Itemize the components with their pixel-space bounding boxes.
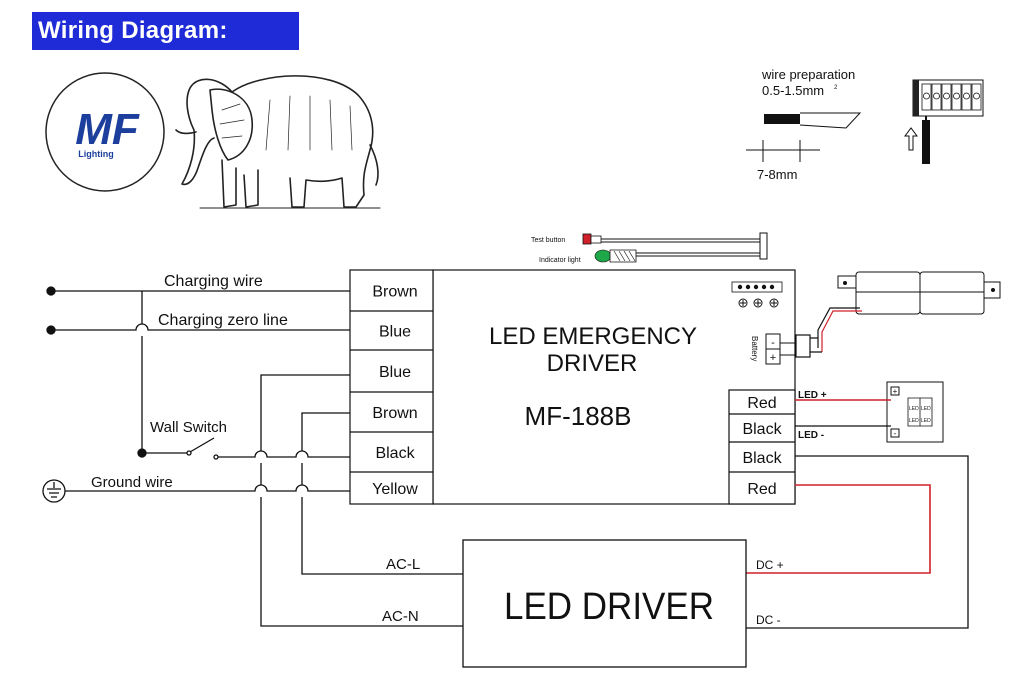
emergency-driver-line1: LED EMERGENCY	[489, 323, 697, 350]
input-terminal-label: Brown	[372, 284, 417, 301]
charging-zero-line-label: Charging zero line	[158, 312, 288, 329]
indicator-light-label: Indicator light	[539, 257, 581, 264]
input-terminal-label: Black	[375, 445, 415, 462]
output-terminal-label: Red	[747, 395, 776, 412]
svg-text:LED: LED	[909, 406, 919, 412]
wire-core	[764, 114, 800, 124]
led-driver-title: LED DRIVER	[504, 586, 714, 628]
ac-l-label: AC-L	[386, 556, 420, 573]
input-terminal-label: Yellow	[372, 481, 418, 498]
dc-plus-label: DC +	[756, 558, 784, 572]
elephant-illustration	[175, 75, 381, 209]
battery-pack	[837, 271, 1001, 315]
led-minus-label: LED -	[798, 430, 824, 441]
battery-red-lead	[821, 310, 862, 352]
output-terminal-label: Black	[742, 421, 782, 438]
test-button-icon	[582, 233, 592, 245]
wiring	[42, 286, 969, 629]
wire-prep-size: 0.5-1.5mm	[762, 83, 824, 98]
svg-text:+: +	[893, 387, 898, 396]
wire-prep-title: wire preparation	[761, 67, 855, 82]
battery-pos-label: +	[770, 352, 776, 364]
led-driver: LED DRIVER AC-L AC-N DC + DC -	[382, 539, 784, 668]
input-terminal-label: Brown	[372, 405, 417, 422]
input-terminal-label: Blue	[379, 364, 411, 381]
wire-preparation: wire preparation 0.5-1.5mm 2 7-8mm	[746, 67, 862, 182]
output-terminal-label: Black	[742, 450, 782, 467]
wall-switch-label: Wall Switch	[150, 419, 227, 436]
led-plus-label: LED +	[798, 390, 827, 401]
output-terminal-label: Red	[747, 481, 776, 498]
emergency-driver-line2: DRIVER	[547, 350, 638, 377]
charging-wire-label: Charging wire	[164, 273, 263, 290]
logo-subtitle: Lighting	[78, 149, 114, 159]
red-wiring	[746, 399, 931, 574]
battery-neg-label: -	[771, 337, 775, 349]
indicator-light-icon	[594, 249, 612, 263]
svg-text:LED: LED	[909, 418, 919, 424]
mf-logo: MF Lighting	[45, 72, 165, 192]
input-terminal-label: Blue	[379, 324, 411, 341]
terminal-block-icon	[904, 79, 984, 164]
dc-minus-label: DC -	[756, 613, 781, 627]
test-button-label: Test button	[531, 237, 565, 244]
screw-terminal-icons	[738, 298, 779, 308]
ground-wire-label: Ground wire	[91, 474, 173, 491]
emergency-driver-model: MF-188B	[525, 401, 632, 431]
wire-strip-length: 7-8mm	[757, 167, 797, 182]
wire-prep-size-sup: 2	[834, 85, 838, 91]
test-indicator-assembly: Test button Indicator light	[531, 232, 768, 264]
svg-text:-: -	[894, 429, 897, 438]
ac-n-label: AC-N	[382, 608, 419, 625]
battery-label: Battery	[750, 336, 759, 361]
push-arrow-icon	[904, 127, 918, 151]
status-led-row	[731, 281, 783, 293]
logo-letters: MF	[75, 105, 140, 154]
emergency-driver: LED EMERGENCY DRIVER MF-188B Battery - +…	[349, 269, 796, 505]
page-title: Wiring Diagram:	[32, 12, 299, 50]
svg-text:LED: LED	[921, 406, 931, 412]
svg-text:LED: LED	[921, 418, 931, 424]
